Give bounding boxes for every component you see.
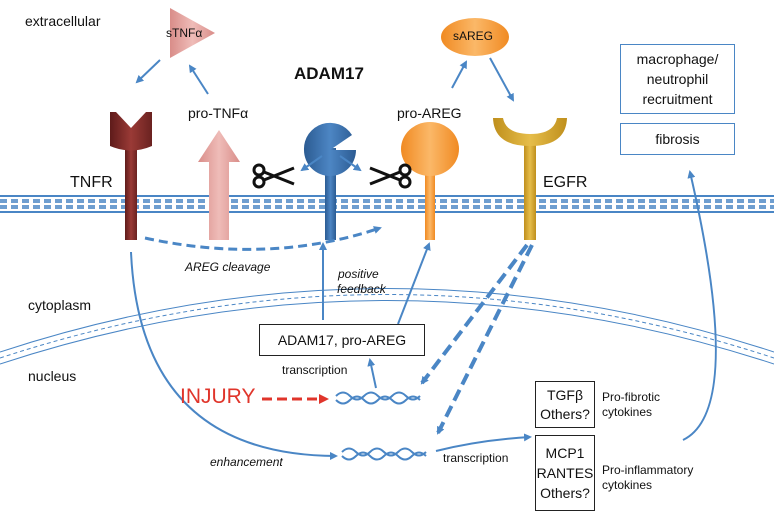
transcription-arrow (435, 433, 532, 452)
label-proinflammatory: Pro-inflammatory cytokines (602, 463, 693, 493)
mcp1-text: MCP1 (545, 445, 585, 461)
label-extracellular: extracellular (25, 13, 101, 29)
pro-areg-molecule (401, 122, 459, 240)
plasma-membrane (0, 195, 774, 213)
label-sareg: sAREG (453, 29, 494, 43)
fibrosis-text: fibrosis (655, 131, 700, 147)
scissors-right-icon (369, 163, 412, 189)
recruitment-line-2: neutrophil (646, 71, 709, 87)
label-positive: positive (338, 267, 379, 281)
egfr-signaling-arrows (420, 243, 534, 435)
tgfb-others-text: Others? (540, 406, 590, 422)
dna-upper-icon (335, 391, 421, 405)
profibrotic-line-1: Pro-fibrotic (602, 390, 661, 404)
label-profibrotic: Pro-fibrotic cytokines (602, 390, 660, 420)
pro-tnfa-molecule (198, 130, 240, 240)
fibrosis-box: fibrosis (620, 123, 735, 155)
mcp1-others-text: Others? (540, 485, 590, 501)
sareg-ligand (441, 18, 509, 56)
label-injury: INJURY (180, 385, 256, 408)
positive-feedback-arrows (319, 242, 431, 389)
tnfr-receptor (110, 112, 152, 240)
mcp1-box: MCP1 RANTES Others? (535, 435, 595, 511)
label-nucleus: nucleus (28, 368, 77, 384)
label-transcription-upper: transcription (282, 363, 348, 377)
stnfa-ligand (170, 8, 215, 58)
adam17-enzyme (303, 122, 356, 240)
tgfb-text: TGFβ (546, 387, 584, 403)
adam17-proareg-text: ADAM17, pro-AREG (277, 332, 407, 348)
outcome-arrow (682, 170, 717, 441)
profibrotic-line-2: cytokines (602, 405, 653, 419)
label-stnfa: sTNFα (166, 26, 203, 40)
label-transcription-lower: transcription (443, 451, 509, 465)
tgfb-box: TGFβ Others? (535, 381, 595, 428)
recruitment-line-3: recruitment (642, 91, 713, 107)
label-egfr: EGFR (543, 174, 588, 191)
label-pro-areg: pro-AREG (397, 105, 462, 121)
proinflammatory-line-2: cytokines (602, 478, 653, 492)
label-adam17: ADAM17 (294, 64, 364, 83)
recruitment-line-1: macrophage/ (636, 51, 719, 67)
dna-lower-icon (341, 447, 427, 461)
label-tnfr: TNFR (70, 174, 113, 191)
proinflammatory-line-1: Pro-inflammatory (602, 463, 694, 477)
adam17-proareg-box: ADAM17, pro-AREG (259, 324, 425, 356)
label-cytoplasm: cytoplasm (28, 297, 92, 313)
enhancement-arrow (130, 251, 338, 460)
egfr-receptor (493, 118, 567, 240)
label-areg-cleavage: AREG cleavage (185, 260, 271, 274)
label-pro-tnfa: pro-TNFα (188, 105, 249, 121)
ligand-arrows (135, 57, 514, 172)
label-feedback: feedback (337, 282, 386, 296)
areg-cleavage-arrow (144, 226, 382, 251)
recruitment-box: macrophage/ neutrophil recruitment (620, 44, 735, 114)
label-enhancement: enhancement (210, 455, 283, 469)
scissors-left-icon (252, 163, 295, 189)
nuclear-envelope (0, 288, 774, 365)
rantes-text: RANTES (536, 465, 594, 481)
